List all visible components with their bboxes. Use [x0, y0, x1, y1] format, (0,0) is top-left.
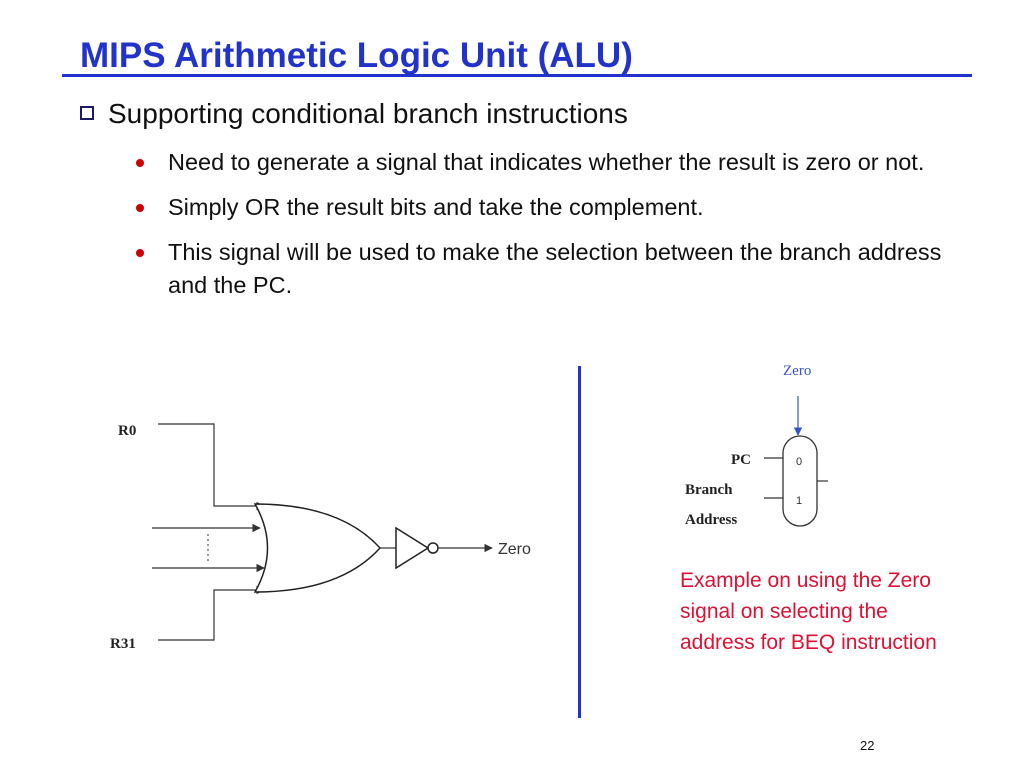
main-bullet: Supporting conditional branch instructio… [80, 98, 628, 130]
mux-diagram: Zero 0 1 PC Branch Address [685, 363, 828, 528]
mux-caption: Example on using the Zero signal on sele… [680, 569, 937, 654]
sub-bullet-text: This signal will be used to make the sel… [168, 239, 942, 298]
sub-bullet: Need to generate a signal that indicates… [130, 146, 950, 179]
round-bullet-icon [136, 249, 144, 257]
sub-bullet-text: Need to generate a signal that indicates… [168, 149, 925, 175]
zero-detect-diagram: R0 R31 Zero [110, 423, 531, 652]
mux-input-0-label: PC [731, 452, 751, 468]
mux-input-1-label: Branch [685, 482, 733, 498]
not-bubble [427, 542, 439, 554]
sub-bullet-list: Need to generate a signal that indicates… [130, 146, 950, 314]
input-r0-label: R0 [118, 423, 136, 439]
square-bullet-icon [80, 105, 94, 120]
round-bullet-icon [136, 159, 144, 167]
sub-bullet-text: Simply OR the result bits and take the c… [168, 194, 704, 220]
input-r31-label: R31 [110, 636, 136, 652]
r0-wire [158, 423, 265, 511]
page-number: 22 [860, 738, 875, 753]
main-bullet-text: Supporting conditional branch instructio… [108, 98, 628, 129]
slide-title: MIPS Arithmetic Logic Unit (ALU) [80, 36, 633, 75]
mux-port-1: 1 [796, 495, 802, 507]
not-gate [395, 526, 430, 570]
sub-bullet: This signal will be used to make the sel… [130, 236, 950, 302]
sub-bullet: Simply OR the result bits and take the c… [130, 191, 950, 224]
zero-output-label: Zero [498, 541, 531, 558]
vertical-divider [578, 366, 581, 718]
mux-select-label: Zero [783, 363, 811, 379]
r31-wire [158, 585, 265, 641]
mux-body [782, 435, 818, 527]
mux-input-1-label-line2: Address [685, 512, 737, 528]
mux-port-0: 0 [796, 456, 802, 468]
or-gate [253, 503, 382, 593]
title-underline [62, 74, 972, 77]
round-bullet-icon [136, 204, 144, 212]
